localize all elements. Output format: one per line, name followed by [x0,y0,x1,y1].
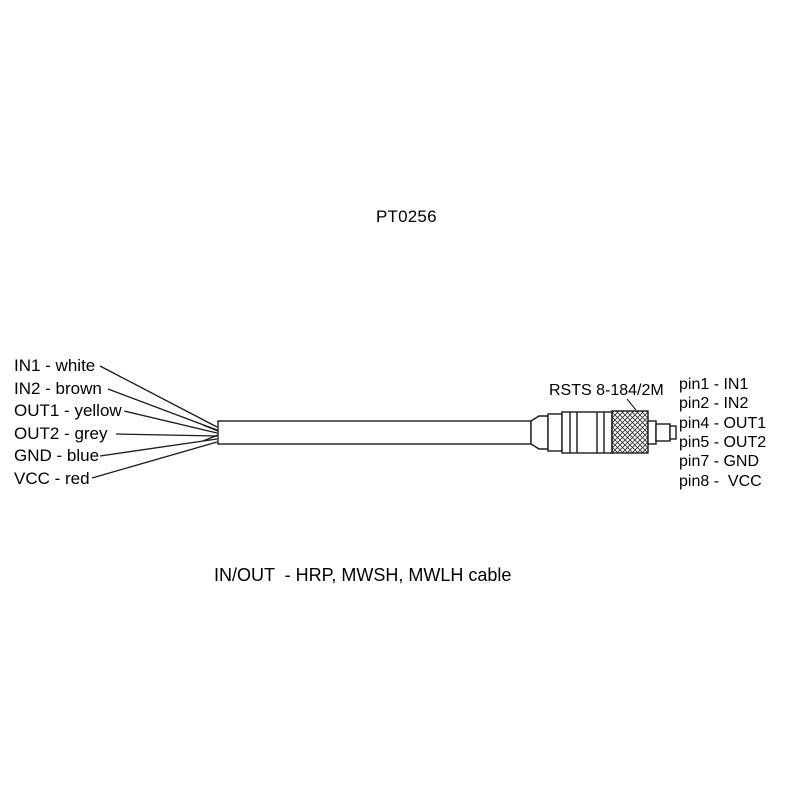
connector-type-label: RSTS 8-184/2M [549,382,664,399]
leader-line-gnd [99,438,218,457]
wire-label-out1: OUT1 - yellow [14,401,122,420]
cable-jacket [217,420,532,445]
wire-label-in1: IN1 - white [14,356,96,375]
pin-label-4: pin4 - OUT1 [679,415,767,432]
wire-stub [202,424,219,432]
leader-line-vcc [91,441,218,479]
leader-line-out2 [115,433,218,437]
connector-tip-end [669,425,677,440]
connector-tip [655,423,671,442]
connector-boot [530,415,549,450]
pin-label-2: pin2 - IN2 [679,395,749,412]
wire-label-out2: OUT2 - grey [14,424,108,443]
connector-thread-base [647,420,657,445]
cable-type-note: IN/OUT - HRP, MWSH, MWLH cable [214,565,512,585]
pin-label-8: pin8 - VCC [679,473,762,490]
wire-label-gnd: GND - blue [14,446,100,465]
wire-leader-lines [91,365,219,479]
wire-label-in2: IN2 - brown [14,379,102,398]
wire-label-vcc: VCC - red [14,469,90,488]
leader-line-out1 [123,410,218,434]
connector-collar [547,413,563,452]
pin-label-1: pin1 - IN1 [679,376,749,393]
connector-label-leader [626,398,637,411]
cable-and-connector [217,410,677,454]
leader-line-in1 [99,365,218,428]
pin-label-5: pin5 - OUT2 [679,434,767,451]
part-number-title: PT0256 [376,207,437,226]
connector-knurl-nut [611,410,649,454]
leader-line-in2 [107,388,218,431]
wire-stub [202,434,219,442]
pin-label-7: pin7 - GND [679,453,760,470]
